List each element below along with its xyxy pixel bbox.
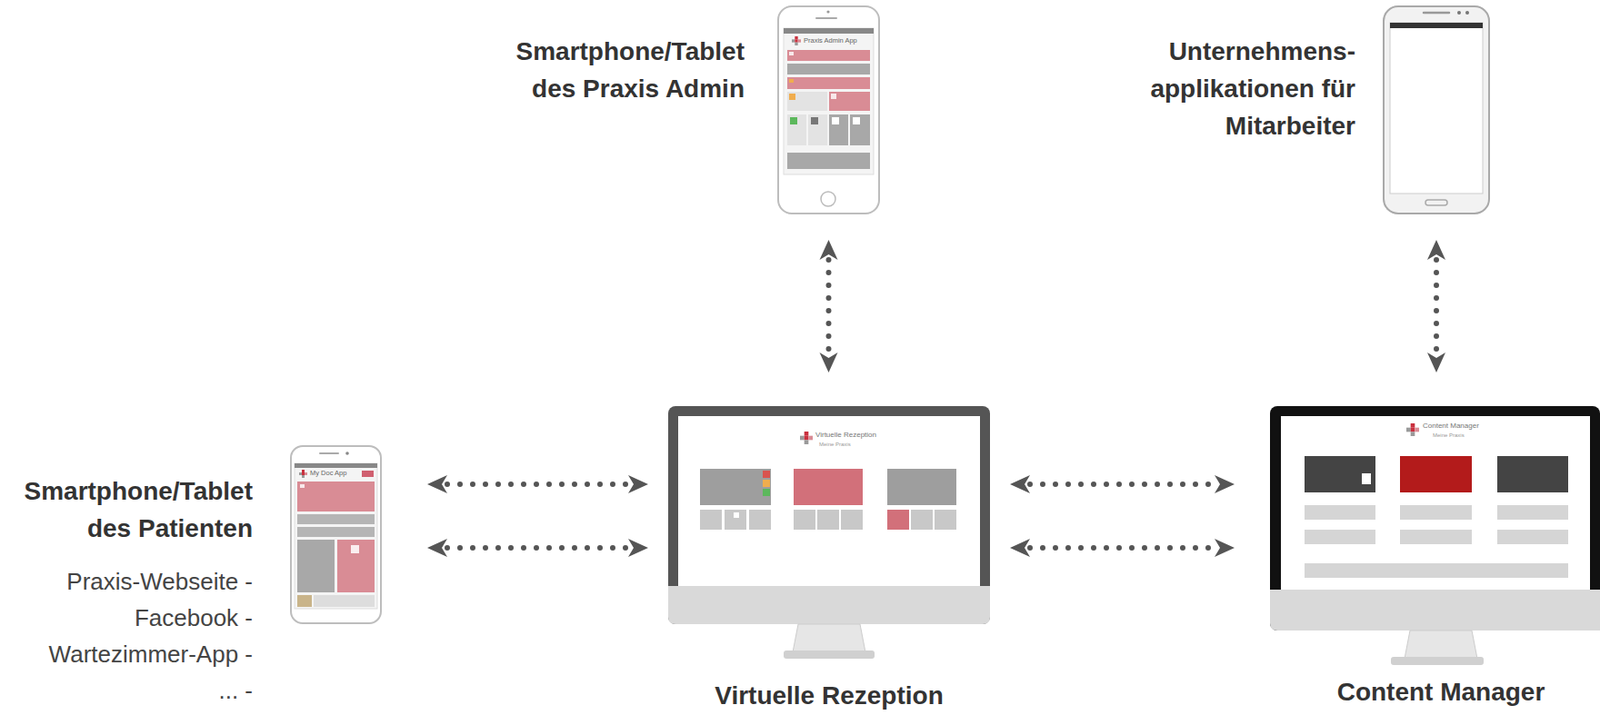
- dotted-arrow: [826, 260, 832, 353]
- content-manager-monitor: [1270, 406, 1600, 666]
- channel-item: ... -: [0, 672, 253, 710]
- employee-phone: [1383, 6, 1490, 214]
- patient-phone: [290, 446, 381, 624]
- dotted-arrow: [447, 481, 629, 488]
- device-caption: Content Manager: [1304, 676, 1578, 710]
- dotted-arrow: [447, 545, 629, 551]
- device-caption: Smartphone/Tablet des Praxis Admin: [480, 32, 745, 108]
- screen-title: Praxis Admin App: [803, 37, 858, 45]
- dotted-arrow: [1030, 481, 1215, 488]
- channel-item: Praxis-Webseite -: [0, 563, 253, 600]
- screen-title: Virtuelle Rezeption: [815, 431, 877, 440]
- device-caption: Unternehmens- applikationen für Mitarbei…: [1100, 32, 1356, 145]
- channel-item: Facebook -: [0, 600, 253, 637]
- device-caption: Virtuelle Rezeption: [647, 680, 1011, 713]
- device-caption: Smartphone/Tablet des Patienten: [0, 472, 253, 548]
- reception-monitor: [668, 406, 990, 660]
- dotted-arrow: [1433, 260, 1440, 353]
- screen-title: Meine Praxis: [1432, 432, 1465, 440]
- screen-title: Content Manager: [1422, 422, 1480, 431]
- device-node: Unternehmens- applikationen für Mitarbei…: [1382, 5, 1490, 215]
- device-node: Content Manager: [1270, 406, 1600, 669]
- channel-item: Wartezimmer-App -: [0, 636, 253, 673]
- dotted-arrow: [1030, 545, 1215, 551]
- screen-title: Meine Praxis: [819, 441, 851, 449]
- admin-phone: [778, 6, 880, 214]
- screen-title: My Doc App: [310, 470, 347, 478]
